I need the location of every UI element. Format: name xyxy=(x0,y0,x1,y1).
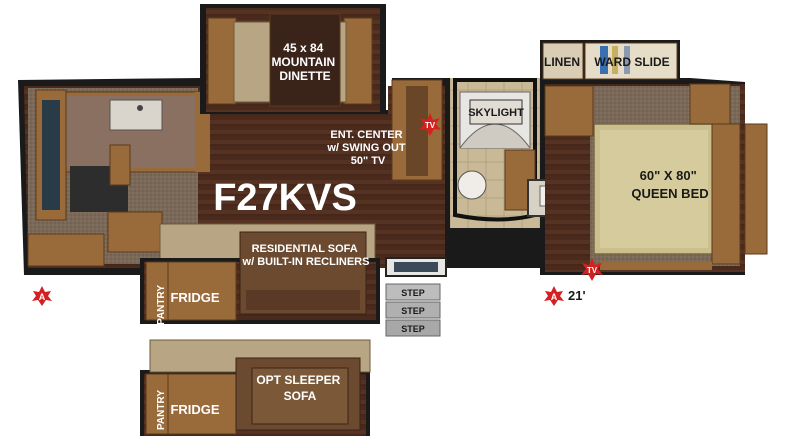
alt-fridge-label: FRIDGE xyxy=(170,402,219,417)
tv-marker-icon: TV xyxy=(419,113,441,136)
linen-label: LINEN xyxy=(544,55,580,69)
model-name: F27KVS xyxy=(213,177,357,219)
a-marker-icon: A xyxy=(544,286,564,306)
bedroom: 60" X 80" QUEEN BED xyxy=(544,83,768,272)
svg-text:A: A xyxy=(39,292,46,302)
linen-wardrobe: LINEN WARD SLIDE xyxy=(540,40,680,80)
sink xyxy=(109,99,163,131)
a-marker-icon: A xyxy=(32,286,52,306)
alt-pantry-label: PANTRY xyxy=(156,390,167,430)
fridge-label: FRIDGE xyxy=(170,290,219,305)
dinette-label: 45 x 84 MOUNTAIN DINETTE xyxy=(271,41,338,83)
skylight-label: SKYLIGHT xyxy=(468,107,524,119)
kitchen-area xyxy=(27,88,210,267)
step-label: STEP xyxy=(401,306,425,316)
step-label: STEP xyxy=(401,288,425,298)
alt-sofa-layout: OPT SLEEPER SOFA PANTRY FRIDGE xyxy=(140,339,371,436)
ent-center-label: ENT. CENTER w/ SWING OUT 50" TV xyxy=(326,129,408,167)
living-slide: RESIDENTIAL SOFA w/ BUILT-IN RECLINERS P… xyxy=(140,223,380,325)
alt-sofa-label: OPT SLEEPER SOFA xyxy=(256,373,343,403)
dinette-slide: 45 x 84 MOUNTAIN DINETTE xyxy=(200,4,386,114)
svg-text:TV: TV xyxy=(587,266,598,275)
step-label: STEP xyxy=(401,324,425,334)
svg-text:A: A xyxy=(551,292,558,302)
ent-center: ENT. CENTER w/ SWING OUT 50" TV xyxy=(326,79,443,181)
length-label: 21' xyxy=(568,288,586,303)
pantry-label: PANTRY xyxy=(156,285,167,325)
entry-steps: STEP STEP STEP xyxy=(385,257,447,337)
sofa-label: RESIDENTIAL SOFA w/ BUILT-IN RECLINERS xyxy=(242,243,370,268)
wardrobe-label: WARD SLIDE xyxy=(594,55,669,69)
faucet-icon xyxy=(137,105,143,111)
bed-label: 60" X 80" QUEEN BED xyxy=(631,168,708,201)
tv-marker-icon: TV xyxy=(581,258,603,281)
svg-text:TV: TV xyxy=(425,121,436,130)
